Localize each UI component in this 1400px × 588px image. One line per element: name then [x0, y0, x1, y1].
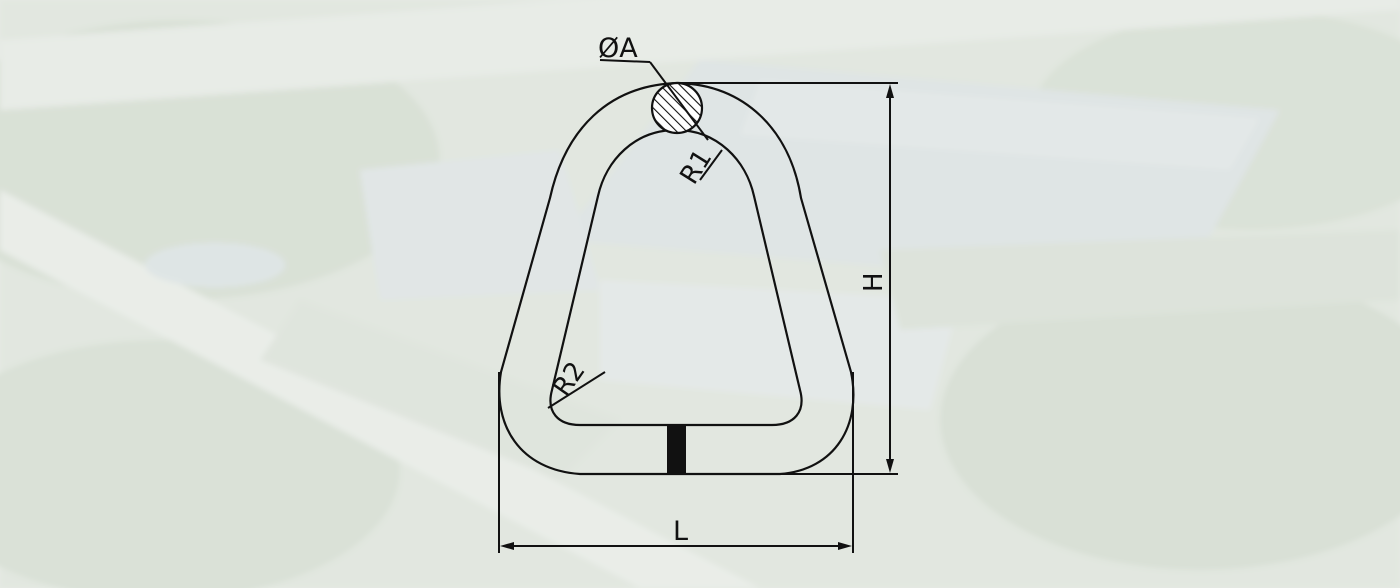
diameter-label: ØA	[598, 33, 638, 64]
radius-outer-leader	[699, 149, 723, 181]
diameter-leader	[599, 59, 709, 141]
length-dimension	[498, 372, 854, 553]
height-label: H	[859, 272, 889, 292]
weld-mark	[667, 425, 686, 474]
height-dimension	[680, 82, 898, 475]
length-label: L	[673, 516, 688, 547]
cross-section-circle	[650, 81, 704, 135]
radius-inner-leader	[547, 371, 606, 409]
